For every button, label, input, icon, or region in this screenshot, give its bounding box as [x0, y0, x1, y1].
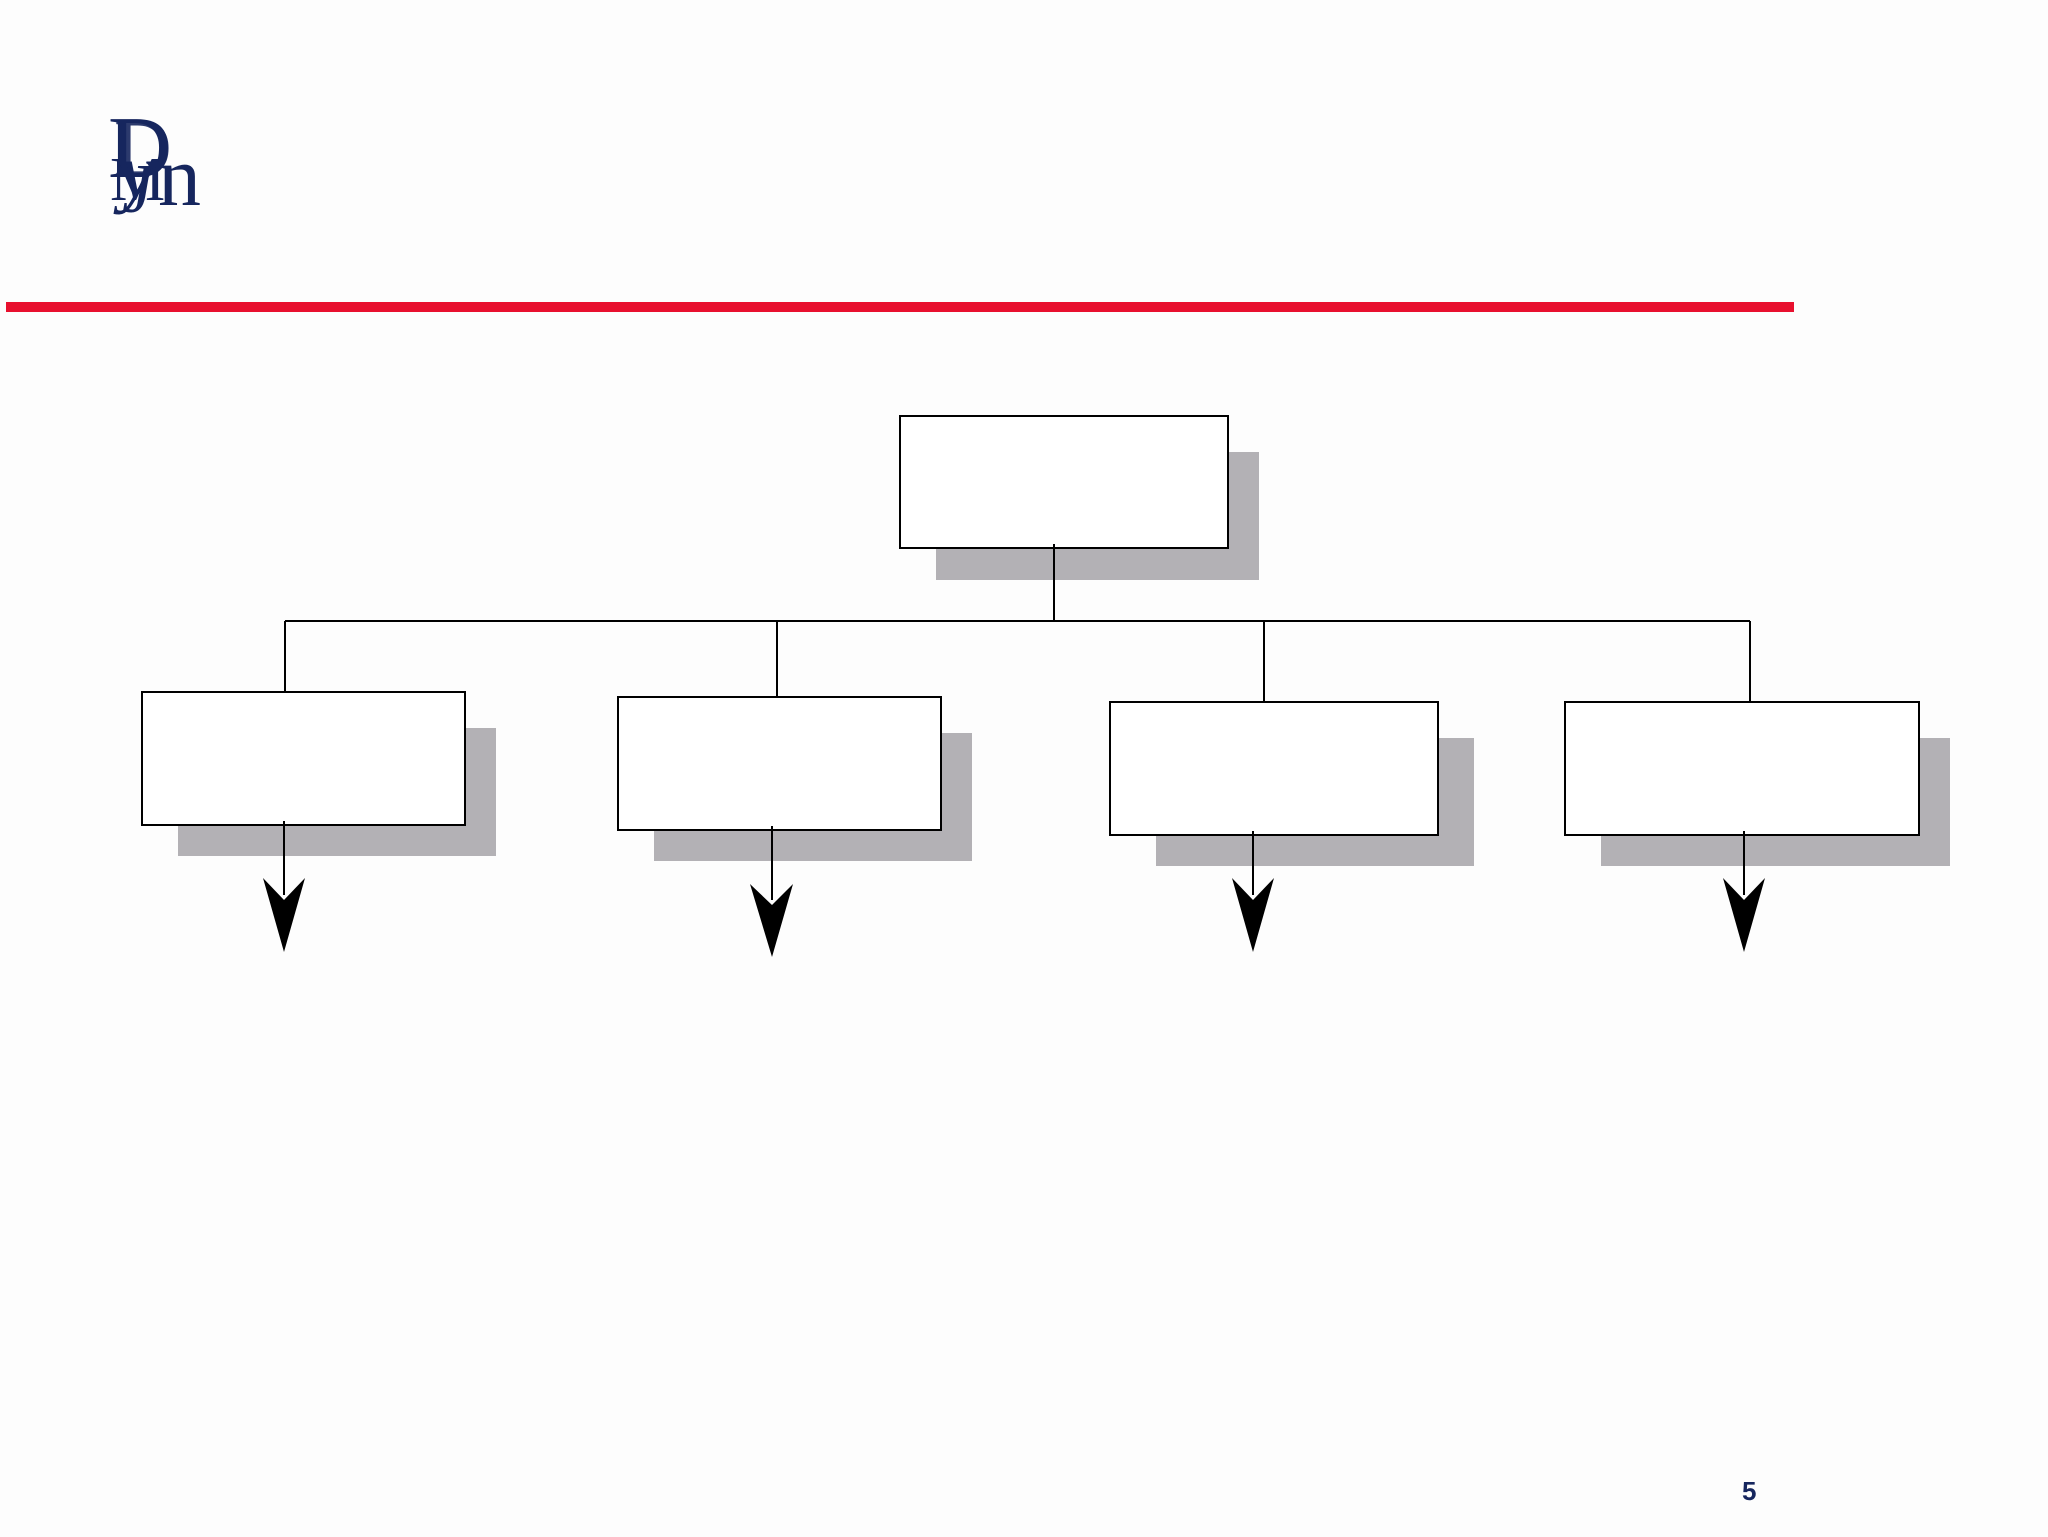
logo-letter-y: y	[120, 128, 155, 215]
org-chart-child-4	[1564, 701, 1950, 866]
company-logo: D D y M n J	[100, 95, 220, 235]
root-box	[899, 415, 1229, 549]
header-divider	[6, 302, 1794, 312]
down-arrow-2	[750, 826, 793, 957]
down-arrow-1	[263, 821, 305, 952]
logo-letter-j: J	[122, 151, 154, 228]
logo-letter-d-overlay: D	[114, 105, 172, 193]
child-box-2	[617, 696, 942, 831]
org-chart-root	[899, 415, 1259, 580]
logo-letter-n: n	[158, 128, 201, 224]
org-chart-child-2	[617, 696, 972, 861]
org-chart-child-1	[141, 691, 496, 856]
connectors	[284, 544, 1751, 702]
down-arrows	[263, 821, 1765, 957]
org-chart-child-3	[1109, 701, 1474, 866]
child-box-3	[1109, 701, 1439, 836]
logo-letter-d: D	[108, 100, 172, 197]
page-number: 5	[1742, 1476, 1757, 1506]
down-arrow-3	[1232, 831, 1274, 952]
logo-letter-m: M	[110, 146, 166, 214]
down-arrow-4	[1723, 831, 1765, 952]
child-box-4	[1564, 701, 1920, 836]
child-box-1	[141, 691, 466, 826]
